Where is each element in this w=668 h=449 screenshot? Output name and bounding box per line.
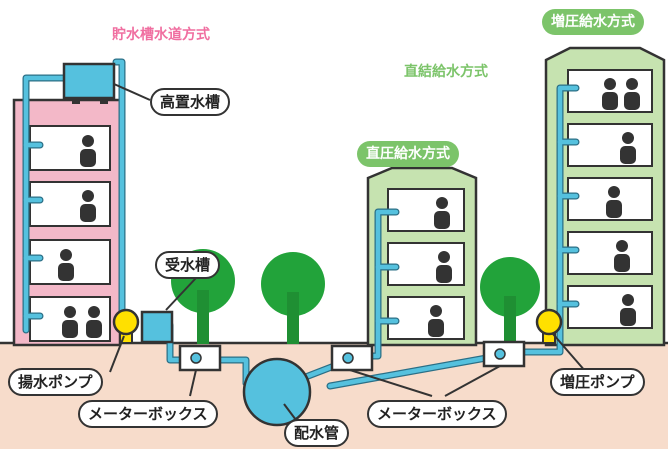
direct-system-title: 直結給水方式 xyxy=(404,64,488,80)
distribution-main-icon xyxy=(242,357,312,427)
booster-pump-label: 増圧ポンプ xyxy=(550,368,645,396)
elevated-tank-label: 高置水槽 xyxy=(150,88,231,116)
booster-system-title: 増圧給水方式 xyxy=(542,9,644,35)
elevated-tank-icon xyxy=(62,62,116,104)
meter-box-label-right: メーターボックス xyxy=(367,400,507,428)
meter-box-label-left: メーターボックス xyxy=(78,400,218,428)
meter-box-icon xyxy=(330,344,374,372)
distribution-main-label: 配水管 xyxy=(284,419,350,447)
tree-icon xyxy=(480,257,540,344)
receiving-tank-label: 受水槽 xyxy=(155,251,221,279)
meter-box-icon xyxy=(178,344,222,372)
tree-icon xyxy=(261,252,325,344)
booster-pump-icon xyxy=(535,308,563,344)
meter-box-icon xyxy=(482,340,526,368)
tank-system-title: 貯水槽水道方式 xyxy=(112,27,210,43)
resident-icons xyxy=(58,78,640,338)
direct-pressure-title: 直圧給水方式 xyxy=(357,141,459,167)
receiving-tank-icon xyxy=(140,310,174,344)
lift-pump-label: 揚水ポンプ xyxy=(8,368,103,396)
